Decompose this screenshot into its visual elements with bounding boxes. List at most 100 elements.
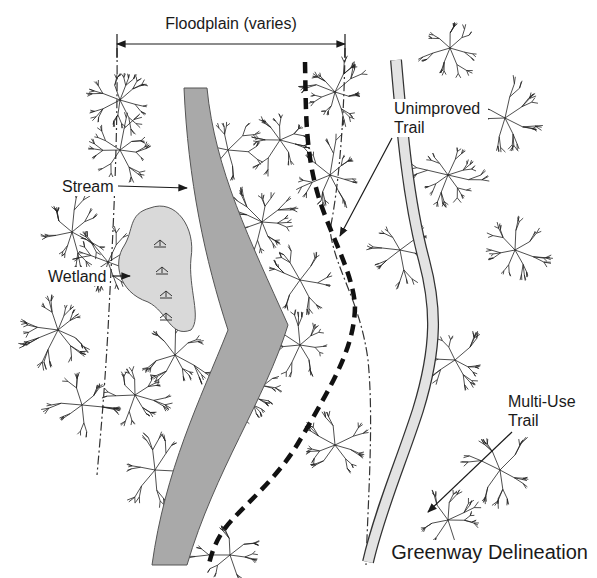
tree-branch — [89, 89, 94, 91]
tree-branch — [102, 396, 107, 397]
tree-branch — [46, 297, 50, 301]
tree-branch — [208, 569, 210, 572]
tree-branch — [315, 72, 318, 77]
tree-branch — [487, 233, 493, 236]
tree-branch — [143, 106, 147, 108]
tree-branch — [334, 140, 336, 153]
tree-branch — [503, 489, 507, 499]
tree-branch — [515, 445, 520, 454]
tree-branch — [165, 341, 175, 355]
tree-branch — [317, 201, 321, 204]
tree-branch — [536, 231, 541, 233]
tree-branch — [444, 201, 448, 204]
tree-branch — [309, 368, 311, 371]
tree-branch — [466, 190, 471, 192]
tree-branch — [273, 119, 275, 121]
tree-branch — [294, 129, 299, 134]
tree-branch — [155, 470, 157, 490]
tree-branch — [266, 170, 268, 175]
tree-branch — [62, 417, 65, 420]
tree-branch — [455, 151, 457, 159]
tree-branch — [225, 126, 227, 134]
tree-branch — [275, 269, 285, 273]
part-label: Multi-Use Trail — [506, 392, 592, 430]
tree-branch — [463, 24, 465, 29]
tree-branch — [146, 413, 150, 415]
tree-branch — [28, 325, 38, 327]
tree-branch — [435, 491, 436, 496]
tree-branch — [123, 233, 127, 237]
tree-branch — [492, 250, 501, 253]
tree-branch — [163, 436, 166, 441]
tree-branch — [50, 361, 51, 368]
tree-branch — [285, 215, 288, 219]
tree-branch — [94, 388, 98, 396]
tree-branch — [41, 306, 45, 308]
tree-branch — [321, 110, 325, 111]
tree-branch — [472, 165, 475, 169]
tree-branch — [348, 161, 353, 162]
tree-branch — [127, 74, 129, 79]
tree-branch — [318, 436, 335, 445]
tree-branch — [533, 257, 543, 258]
tree-branch — [299, 127, 303, 129]
tree-branch — [143, 105, 147, 106]
tree-branch — [223, 123, 224, 127]
tree-branch — [344, 201, 345, 207]
tree-branch — [159, 501, 161, 508]
tree-branch — [335, 92, 349, 96]
tree-branch — [307, 309, 308, 315]
tree-branch — [134, 115, 139, 119]
tree-branch — [515, 250, 523, 264]
tree-branch — [322, 412, 326, 418]
tree-branch — [470, 338, 477, 347]
tree-branch — [327, 111, 328, 115]
tree-branch — [485, 487, 488, 497]
tree-branch — [353, 182, 358, 183]
tree-branch — [247, 215, 262, 222]
tree-branch — [228, 150, 233, 166]
tree-branch — [311, 428, 319, 436]
tree-branch — [279, 126, 280, 140]
tree-branch — [319, 73, 321, 77]
tree-branch — [240, 190, 244, 196]
tree-branch — [196, 548, 201, 549]
tree-branch — [47, 403, 52, 404]
tree-branch — [111, 150, 120, 164]
tree-branch — [406, 279, 407, 284]
tree-branch — [497, 222, 499, 228]
tree-branch — [499, 118, 505, 137]
tree-branch — [48, 350, 49, 361]
tree-branch — [311, 258, 316, 266]
tree-branch — [523, 126, 535, 128]
tree-branch — [254, 141, 257, 145]
tree-branch — [281, 115, 283, 118]
tree-branch — [309, 309, 313, 314]
tree-branch — [306, 451, 311, 454]
tree-branch — [469, 456, 480, 461]
tree-branch — [328, 111, 329, 115]
tree-branch — [474, 522, 479, 523]
floodplain-dimension — [117, 34, 345, 58]
tree-branch — [440, 337, 442, 341]
tree-branch — [499, 223, 500, 228]
tree-branch — [531, 129, 536, 130]
tree-branch — [456, 73, 458, 77]
tree-branch — [349, 95, 357, 97]
tree-branch — [271, 192, 272, 198]
tree-branch — [472, 54, 475, 57]
tree-branch — [269, 268, 274, 270]
tree-branch — [97, 286, 98, 291]
tree-branch — [132, 467, 141, 469]
tree-branch — [280, 134, 294, 140]
tree-branch — [45, 235, 49, 236]
tree-branch — [347, 468, 350, 471]
tree-branch — [287, 226, 293, 227]
tree-branch — [429, 184, 436, 187]
tree-branch — [331, 92, 335, 106]
tree-branch — [76, 378, 78, 388]
tree-branch — [214, 573, 216, 577]
tree-branch — [532, 102, 538, 103]
tree-branch — [287, 222, 292, 223]
tree-branch — [298, 317, 299, 326]
